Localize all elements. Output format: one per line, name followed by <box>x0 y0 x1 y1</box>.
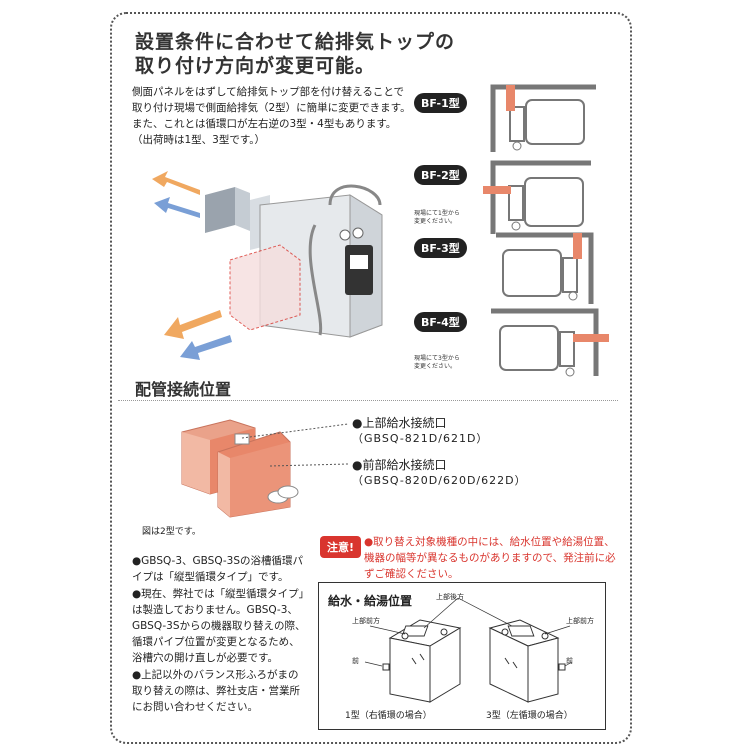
intro-paragraph-1: 側面パネルをはずして給排気トップ部を付け替えることで取り付け現場で側面給排気（2… <box>132 86 411 114</box>
section-pipe-connection-title: 配管接続位置 <box>135 380 232 399</box>
leader-lines <box>241 423 349 467</box>
upper-connection: ●上部給水接続口 （GBSQ-821D/621D） <box>352 416 489 445</box>
supply-box-title: 給水・給湯位置 <box>328 594 413 608</box>
pipe-connection-illustration <box>181 419 299 518</box>
supply-leader-lines <box>364 598 573 667</box>
caption-type-3: 3型（左循環の場合） <box>486 711 573 721</box>
notes-list: ●GBSQ-3、GBSQ-3Sの浴槽循環パイプは「縦型循環タイプ」です。 ●現在… <box>132 553 307 716</box>
airflow-arrows-bottom <box>164 310 232 360</box>
dotted-frame <box>110 12 632 744</box>
label-top-front-right: 上部前方 <box>566 617 594 625</box>
bf-3-label: BF-3型 <box>414 238 467 258</box>
bf-2-note: 現場にて1型から変更ください。 <box>414 210 460 225</box>
bf-1-diagram <box>490 84 596 152</box>
label-front-left: 前 <box>352 657 359 665</box>
airflow-arrows-top <box>152 171 200 218</box>
bf-1-label: BF-1型 <box>414 93 467 113</box>
caution-text: ●取り替え対象機種の中には、給水位置や給湯位置、機器の幅等が異なるものがあります… <box>364 536 616 580</box>
label-top-front-left: 上部前方 <box>352 617 380 625</box>
heater-body <box>205 184 383 338</box>
supply-position-box <box>318 582 606 730</box>
note-item: ●現在、弊社では「縦型循環タイプ」は製造しておりません。GBSQ-3、GBSQ-… <box>132 588 306 664</box>
label-top-rear: 上部後方 <box>436 593 464 601</box>
bf-4-note: 現場にて3型から変更ください。 <box>414 355 460 370</box>
figure-note: 図は2型です。 <box>142 527 201 537</box>
supply-position-diagrams <box>364 598 573 703</box>
heater-type-1 <box>382 619 462 703</box>
caution-badge: 注意! <box>320 536 362 558</box>
bf-4-diagram <box>491 308 609 377</box>
dashed-duct-outline <box>229 244 301 331</box>
bf-2-diagram <box>483 160 591 234</box>
note-item: ●上記以外のバランス形ふろがまの取り替えの際は、弊社支店・営業所にお問い合わせく… <box>132 669 300 713</box>
bf-4-label: BF-4型 <box>414 312 467 332</box>
title-line-2: 取り付け方向が変更可能。 <box>135 55 376 77</box>
bath-heater-illustration <box>152 171 383 360</box>
note-item: ●GBSQ-3、GBSQ-3Sの浴槽循環パイプは「縦型循環タイプ」です。 <box>132 555 304 583</box>
bf-3-diagram <box>496 232 594 304</box>
heater-type-3 <box>488 619 566 703</box>
caption-type-1: 1型（右循環の場合） <box>345 711 432 721</box>
front-connection: ●前部給水接続口 （GBSQ-820D/620D/622D） <box>352 458 527 487</box>
label-front-right: 前 <box>566 657 573 665</box>
section-divider <box>118 400 618 401</box>
title-line-1: 設置条件に合わせて給排気トップの <box>135 31 456 53</box>
intro-paragraph-2: また、これとは循環口が左右逆の3型・4型もあります。（出荷時は1型、3型です。） <box>132 118 397 146</box>
page-title: 設置条件に合わせて給排気トップの 取り付け方向が変更可能。 <box>135 30 455 78</box>
intro-text: 側面パネルをはずして給排気トップ部を付け替えることで取り付け現場で側面給排気（2… <box>132 84 412 148</box>
bf-2-label: BF-2型 <box>414 165 467 185</box>
